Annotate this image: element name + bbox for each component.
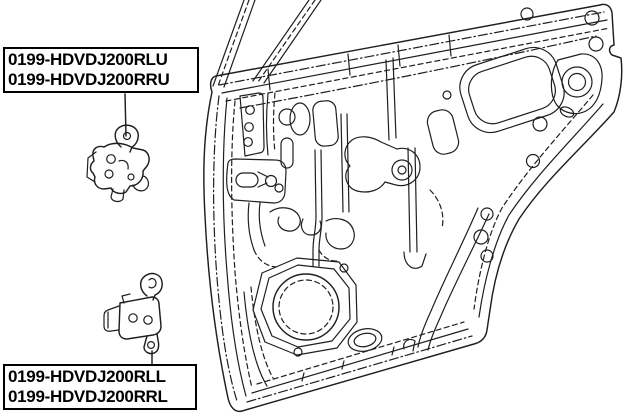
- part-label-box-lower: 0199-HDVDJ200RLL 0199-HDVDJ200RRL: [3, 364, 197, 410]
- part-number-lower-2: 0199-HDVDJ200RRL: [8, 387, 168, 406]
- hinge-reinforcement-bracket: [239, 92, 265, 157]
- bottom-band-details: [301, 328, 416, 382]
- check-link-assembly: [226, 158, 301, 268]
- latch-assembly: [550, 53, 603, 118]
- access-opening: [459, 46, 565, 134]
- part-number-upper-2: 0199-HDVDJ200RRU: [8, 70, 170, 89]
- door-outline: [203, 3, 623, 413]
- access-hole-small: [426, 109, 460, 155]
- lower-hinge-drawing: [103, 272, 163, 355]
- window-regulator: [312, 57, 427, 269]
- lower-left-contours: [243, 218, 355, 387]
- part-number-upper-1: 0199-HDVDJ200RLU: [8, 50, 168, 69]
- window-frame-lines: [212, 0, 322, 88]
- part-label-box-upper: 0199-HDVDJ200RLU 0199-HDVDJ200RRU: [3, 47, 199, 93]
- panel-holes-upper-left: [265, 92, 339, 169]
- upper-hinge-drawing: [86, 124, 150, 203]
- leader-line-upper: [124, 93, 127, 137]
- speaker-hole: [252, 257, 358, 357]
- door-panel-drawing: [203, 0, 623, 413]
- panel-holes-right: [429, 7, 604, 263]
- part-number-lower-1: 0199-HDVDJ200RLL: [8, 367, 166, 386]
